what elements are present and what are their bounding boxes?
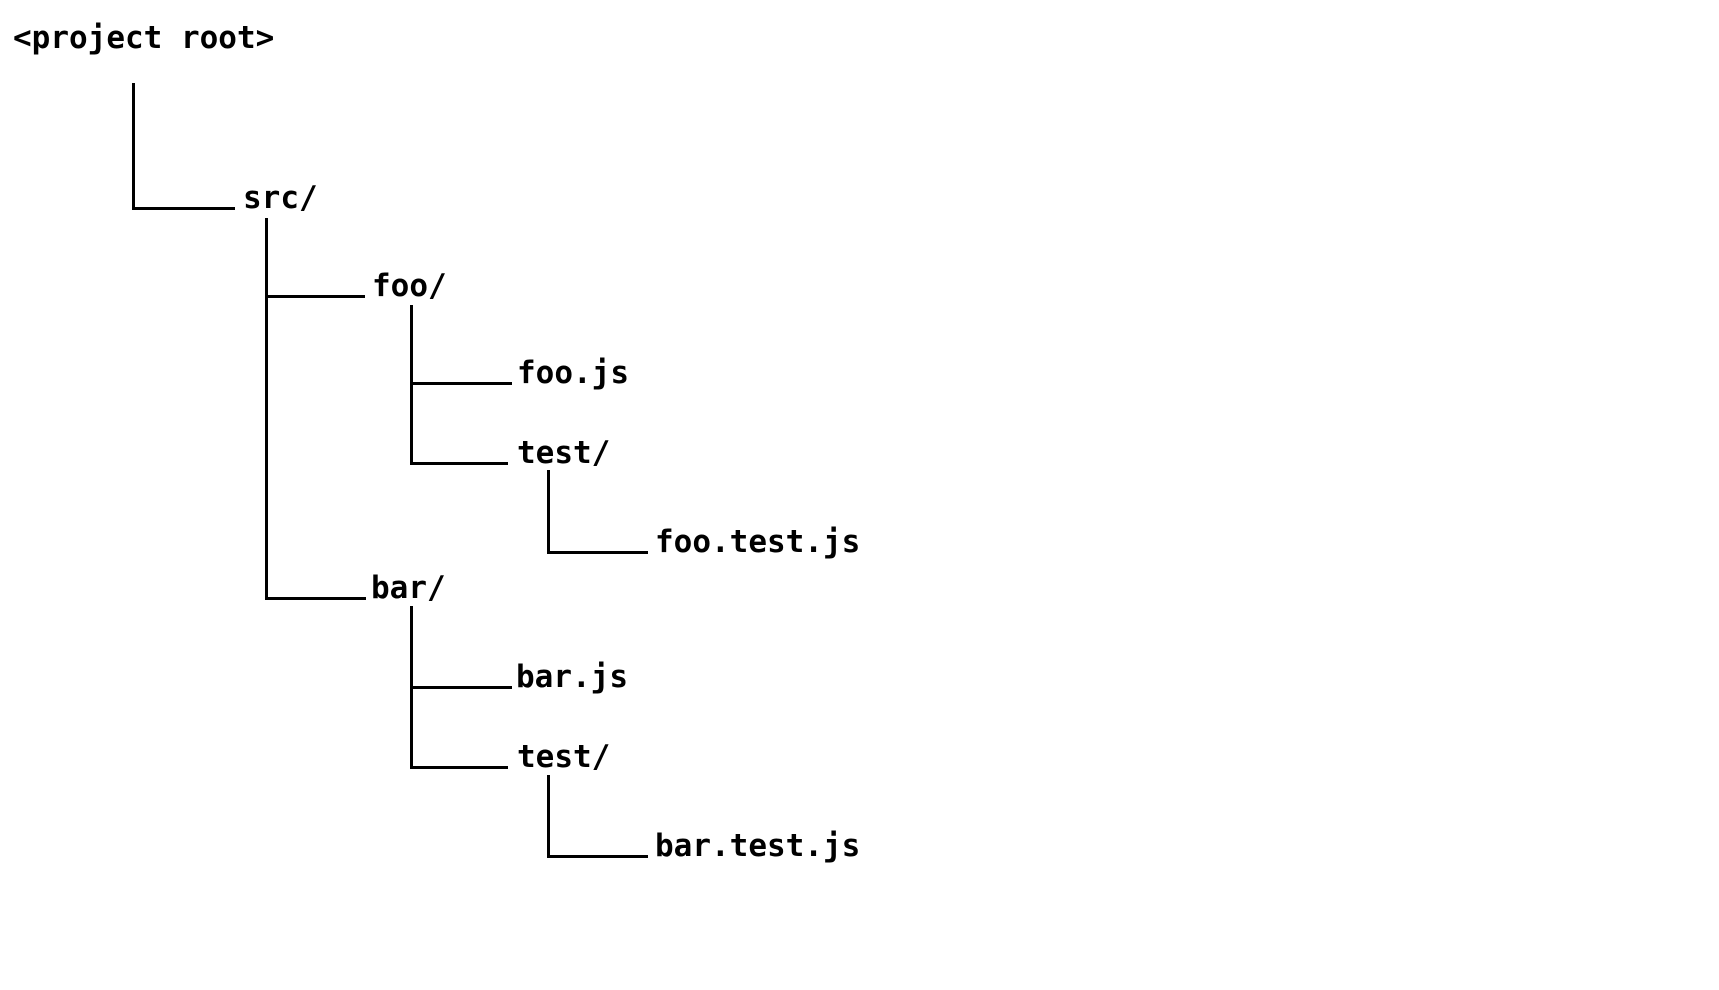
edge-src-trunk-vertical [265,218,268,600]
edge-foo-trunk-vertical [410,305,413,465]
node-label-bar-test-js: bar.test.js [655,828,861,864]
edge-bartest-bartestjs-horizontal [547,855,648,858]
node-label-src: src/ [243,180,318,216]
edge-root-trunk-vertical [132,83,135,210]
edge-src-foo-horizontal [265,295,365,298]
edge-foo-test-horizontal [410,462,508,465]
edge-footest-trunk-vertical [547,470,550,554]
node-label-bar-test: test/ [517,739,611,775]
node-label-foo-test: test/ [517,435,611,471]
edge-bar-test-horizontal [410,766,508,769]
edge-footest-footestjs-horizontal [547,551,648,554]
edge-src-bar-horizontal [265,597,366,600]
edge-foo-foojs-horizontal [410,382,512,385]
node-label-foo-js: foo.js [517,355,629,391]
edge-bar-barjs-horizontal [410,686,512,689]
node-label-foo: foo/ [372,268,447,304]
node-label-project-root: <project root> [13,20,275,56]
node-label-foo-test-js: foo.test.js [655,524,861,560]
edge-root-src-horizontal [132,207,235,210]
node-label-bar-js: bar.js [516,659,628,695]
node-label-bar: bar/ [371,570,446,606]
edge-bartest-trunk-vertical [547,775,550,858]
